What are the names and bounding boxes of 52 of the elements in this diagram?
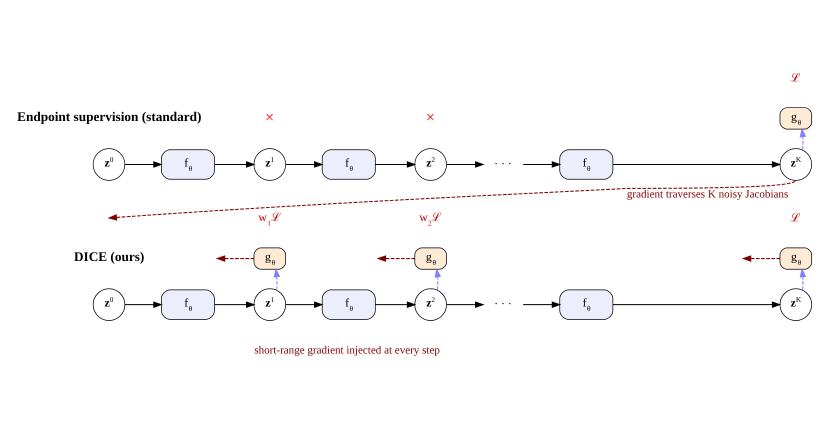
label: × — [426, 108, 436, 126]
arrow — [446, 160, 485, 168]
node-box: f$_{θ}$ — [322, 289, 376, 320]
arrow — [523, 160, 562, 168]
node-box: f$_{θ}$ — [322, 148, 376, 180]
node-circle: z$^{1}$ — [254, 288, 286, 320]
arrow — [523, 300, 562, 308]
arrow — [612, 300, 782, 308]
label: short-range gradient injected at every step — [254, 344, 440, 356]
label: Endpoint supervision (standard) — [17, 108, 202, 124]
arrow — [376, 254, 415, 262]
node-box: f$_{θ}$ — [161, 289, 215, 320]
arrow — [286, 160, 324, 168]
arrow — [274, 267, 280, 290]
arrow — [125, 160, 163, 168]
node-circle: z$^{1}$ — [254, 148, 286, 180]
arrow — [800, 267, 806, 290]
arrow — [434, 267, 442, 290]
arrow — [214, 160, 256, 168]
edge-label: gradient traverses K noisy Jacobians — [626, 188, 788, 200]
arrow — [742, 254, 780, 262]
arrow — [376, 300, 416, 308]
arrow — [125, 300, 163, 308]
node-circle: z$^{2}$ — [414, 148, 447, 180]
node-box: g$_{θ}$ — [780, 246, 812, 270]
node-label: ℒ — [790, 210, 801, 224]
node-circle: z$^{0}$ — [92, 288, 126, 320]
node-box: f$_{θ}$ — [559, 148, 614, 180]
node-box: g$_{θ}$ — [414, 246, 447, 270]
node-box: f$_{θ}$ — [559, 289, 614, 320]
node-box: g$_{θ}$ — [780, 106, 812, 129]
arrow — [216, 254, 254, 262]
node-label: ℒ — [790, 70, 801, 84]
node-circle: z$^{0}$ — [92, 148, 126, 180]
node-text: · · · — [494, 296, 512, 310]
node-label: w$_{2}$ℒ — [419, 209, 442, 227]
label: × — [265, 108, 274, 126]
node-circle: z$^{K}$ — [780, 148, 812, 180]
node-label: w$_{1}$ℒ — [258, 209, 281, 227]
arrow — [107, 179, 796, 220]
node-text: · · · — [494, 156, 512, 170]
node-circle: z$^{2}$ — [414, 288, 447, 320]
arrow — [446, 300, 485, 308]
arrow — [286, 300, 324, 308]
arrow — [800, 127, 806, 150]
arrow — [214, 300, 256, 308]
label: DICE (ours) — [74, 248, 144, 264]
arrow — [376, 160, 416, 168]
node-box: g$_{θ}$ — [254, 246, 286, 270]
node-box: f$_{θ}$ — [161, 148, 215, 180]
node-circle: z$^{K}$ — [780, 288, 812, 320]
arrow — [612, 160, 782, 168]
